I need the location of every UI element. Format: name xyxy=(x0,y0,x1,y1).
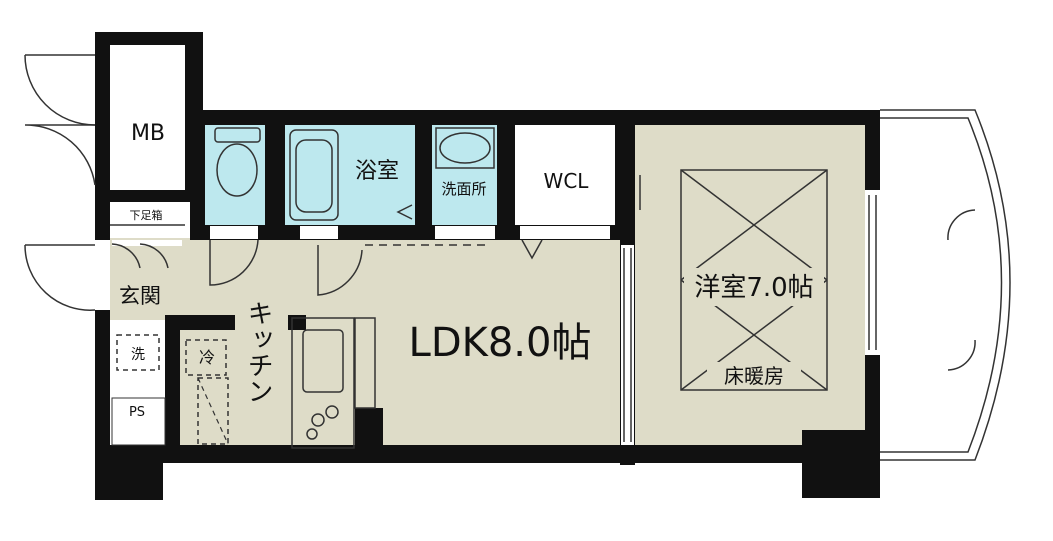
wall-bottom xyxy=(95,445,880,463)
sliding-door-gap xyxy=(621,245,634,445)
fridge-space-lower xyxy=(197,377,229,445)
wall-toilet-right xyxy=(265,110,285,240)
floor-heating-x-2 xyxy=(680,169,828,281)
floor-heating-label-bg xyxy=(707,362,801,388)
wall-utility-right xyxy=(165,315,180,460)
wall-mb-bottom xyxy=(95,190,203,202)
fridge-diagonal xyxy=(197,377,229,445)
bath-drain-icon xyxy=(396,204,413,220)
washbasin-counter xyxy=(435,127,495,169)
stove-burner-2 xyxy=(325,405,339,419)
wall-corner-left xyxy=(95,445,163,500)
bath-fill xyxy=(285,125,415,225)
wall-kitchen-top xyxy=(165,315,235,330)
wall-mb-left xyxy=(95,32,110,200)
balcony-inner xyxy=(880,117,1003,453)
ldk-label: LDK8.0帖 xyxy=(409,320,592,366)
western-room-label: 洋室7.0帖 xyxy=(694,273,813,303)
ps-label: PS xyxy=(129,405,145,420)
kitchen-label: キッチン xyxy=(243,300,273,404)
toilet-bowl-icon xyxy=(216,143,258,197)
wall-wet-bottom xyxy=(190,225,620,240)
balcony-outline xyxy=(880,109,1011,461)
kitchen-sink-icon xyxy=(302,329,344,393)
stove-burner-1 xyxy=(311,413,325,427)
western-room-label-bg xyxy=(684,268,824,306)
shoebox-label: 下足箱 xyxy=(130,208,163,222)
wall-bath-right xyxy=(415,110,432,240)
mb-door-swing-1 xyxy=(24,54,96,126)
wall-right-lower xyxy=(865,355,880,465)
wall-wash-right xyxy=(497,110,515,240)
washroom-label: 洗面所 xyxy=(441,180,486,198)
balcony-swing xyxy=(947,209,976,371)
wall-toilet-left xyxy=(190,110,205,240)
mb-fill xyxy=(110,45,185,185)
entrance-label: 玄関 xyxy=(119,284,161,308)
washbasin-icon xyxy=(439,132,491,164)
entrance-gap xyxy=(112,240,182,246)
wall-wcl-right xyxy=(615,110,635,240)
bathtub-outer xyxy=(289,129,339,221)
front-door-swing xyxy=(24,244,96,311)
ps-box xyxy=(111,397,166,446)
wcl-marker xyxy=(521,239,543,260)
floor-heating-label: 床暖房 xyxy=(724,364,784,388)
wash-door-gap xyxy=(435,226,495,239)
bathtub-inner xyxy=(295,139,333,213)
wcl-label: WCL xyxy=(544,169,590,193)
mb-door-swing-2 xyxy=(24,124,96,186)
toilet-door-gap xyxy=(210,226,258,239)
shoebox-door-swing xyxy=(111,243,169,269)
window-gap xyxy=(866,192,879,352)
wcl-fill xyxy=(515,125,615,225)
wall-top xyxy=(185,110,880,125)
wall-counter-end xyxy=(355,408,383,453)
hall-door-swing xyxy=(317,245,363,296)
counter-side xyxy=(354,317,376,409)
fridge-space xyxy=(185,339,227,376)
mb-label: MB xyxy=(131,121,165,146)
wall-mb-top xyxy=(95,32,203,45)
washing-machine-space xyxy=(116,334,160,371)
kitchen-counter xyxy=(291,317,355,449)
toilet-tank xyxy=(214,127,261,143)
wcl-door-gap xyxy=(520,226,610,239)
washing-machine-label: 洗 xyxy=(131,347,145,363)
bath-label: 浴室 xyxy=(355,159,399,184)
toilet-door-swing xyxy=(209,239,259,286)
bath-door-gap xyxy=(300,226,338,239)
wall-right-upper xyxy=(865,110,880,190)
fridge-label: 冷 xyxy=(199,348,215,367)
stove-burner-3 xyxy=(306,428,318,440)
wall-left-upper xyxy=(95,190,110,240)
